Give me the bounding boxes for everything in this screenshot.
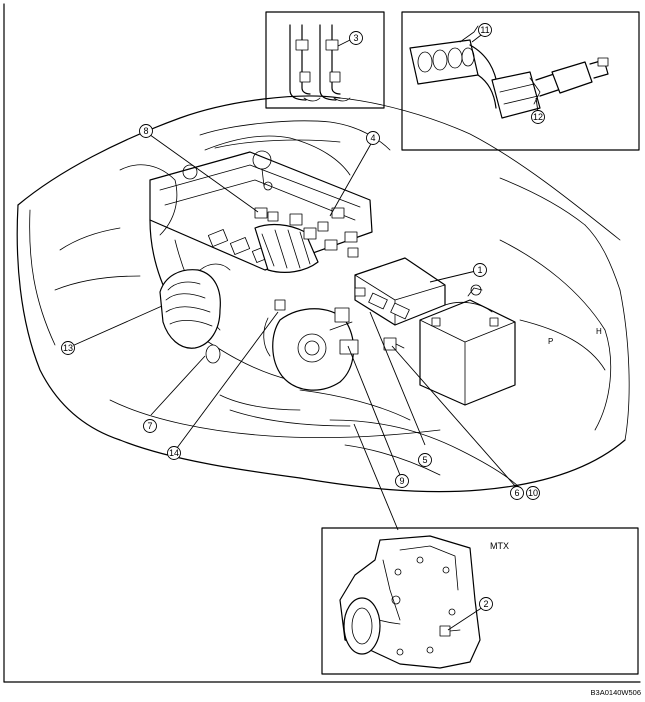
callout-2: 2 bbox=[479, 597, 493, 611]
leader-lines bbox=[71, 31, 539, 631]
figure-code: B3A0140W506 bbox=[591, 688, 641, 697]
leader-13 bbox=[71, 305, 163, 347]
svg-text:13: 13 bbox=[63, 343, 73, 353]
svg-text:12: 12 bbox=[533, 112, 543, 122]
svg-text:7: 7 bbox=[147, 421, 152, 431]
inset-mtx-transaxle: MTX bbox=[321, 527, 639, 675]
leader-1 bbox=[429, 269, 481, 283]
callout-3: 3 bbox=[349, 31, 363, 45]
svg-text:10: 10 bbox=[528, 488, 538, 498]
callout-14: 14 bbox=[167, 446, 181, 460]
underbody-contour bbox=[219, 389, 411, 421]
svg-text:3: 3 bbox=[353, 33, 358, 43]
callout-13: 13 bbox=[61, 341, 75, 355]
leader-8 bbox=[145, 131, 259, 213]
leader-3 bbox=[337, 39, 351, 47]
leader-mtx-inset bbox=[353, 423, 399, 531]
vehicle-body-outline: P H bbox=[16, 95, 630, 493]
callout-8: 8 bbox=[139, 124, 153, 138]
mtx-frame bbox=[321, 527, 639, 675]
svg-text:11: 11 bbox=[480, 25, 489, 35]
callout-1: 1 bbox=[473, 263, 487, 277]
inset-connector-3 bbox=[265, 11, 385, 109]
svg-text:9: 9 bbox=[399, 476, 404, 486]
svg-text:2: 2 bbox=[483, 599, 488, 609]
svg-text:6: 6 bbox=[514, 488, 519, 498]
mtx-label: MTX bbox=[490, 541, 509, 551]
callout-9: 9 bbox=[395, 474, 409, 488]
leader-6-10 bbox=[391, 345, 517, 488]
svg-text:4: 4 bbox=[370, 133, 375, 143]
callout-4: 4 bbox=[366, 131, 380, 145]
leader-7 bbox=[150, 355, 206, 416]
leader-12 bbox=[535, 97, 539, 113]
leader-9 bbox=[347, 345, 403, 481]
leader-2 bbox=[447, 606, 484, 631]
callout-6: 6 bbox=[510, 486, 524, 500]
pcm-module bbox=[354, 257, 446, 326]
callout-7: 7 bbox=[143, 419, 157, 433]
callout-5: 5 bbox=[418, 453, 432, 467]
callout-11: 11 bbox=[478, 23, 492, 37]
battery bbox=[419, 284, 516, 406]
callout-10: 10 bbox=[526, 486, 540, 500]
inset-exhaust-manifold bbox=[401, 11, 640, 151]
leader-4 bbox=[329, 141, 373, 217]
svg-text:1: 1 bbox=[477, 265, 482, 275]
throttle-body-area bbox=[263, 299, 359, 391]
leader-14 bbox=[173, 311, 279, 453]
callout-12: 12 bbox=[531, 110, 545, 124]
svg-text:14: 14 bbox=[169, 448, 179, 458]
fender-mark-p: P bbox=[548, 337, 553, 346]
leader-5 bbox=[369, 311, 426, 446]
svg-text:5: 5 bbox=[422, 455, 427, 465]
svg-text:8: 8 bbox=[143, 126, 148, 136]
fender-mark-h: H bbox=[596, 327, 602, 336]
connector-cluster bbox=[254, 207, 359, 258]
air-intake-duct bbox=[159, 263, 231, 364]
